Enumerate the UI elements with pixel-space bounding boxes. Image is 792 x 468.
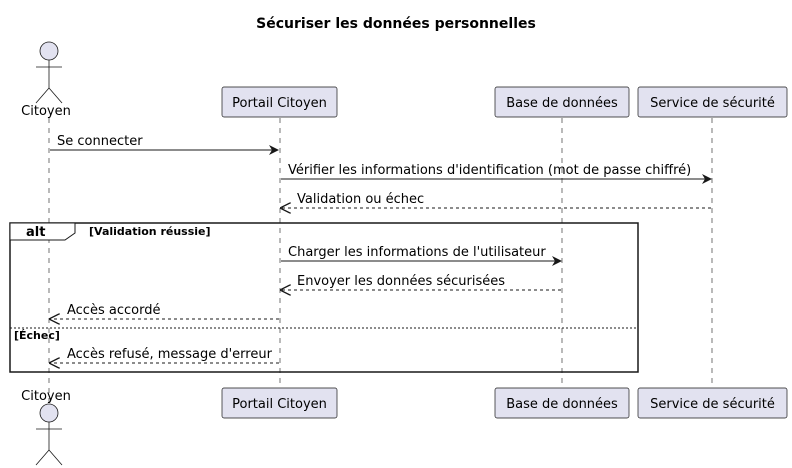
actor-label-citoyen-bottom: Citoyen (21, 389, 71, 404)
actor-citoyen-top: Citoyen (21, 41, 71, 119)
participant-label-portail-top: Portail Citoyen (232, 96, 327, 111)
alt-guard-failure: [Échec] (14, 329, 60, 342)
participant-label-base-top: Base de données (506, 96, 618, 111)
message-charger: Charger les informations de l'utilisateu… (281, 245, 562, 266)
actor-citoyen-bottom: Citoyen (21, 389, 71, 466)
message-label: Charger les informations de l'utilisateu… (288, 245, 546, 260)
participant-label-portail-bottom: Portail Citoyen (232, 397, 327, 412)
participant-label-securite-top: Service de sécurité (650, 96, 775, 111)
participant-securite-top: Service de sécurité (637, 86, 788, 118)
alt-keyword: alt (26, 225, 45, 240)
message-label: Accès refusé, message d'erreur (67, 347, 273, 362)
message-se-connecter: Se connecter (50, 134, 279, 155)
participant-base-top: Base de données (494, 86, 630, 118)
participant-base-bottom: Base de données (494, 387, 630, 419)
participant-securite-bottom: Service de sécurité (637, 387, 788, 419)
participant-label-securite-bottom: Service de sécurité (650, 397, 775, 412)
message-label: Accès accordé (67, 303, 160, 318)
actor-label-citoyen-top: Citoyen (21, 104, 71, 119)
message-label: Validation ou échec (297, 192, 424, 207)
participant-label-base-bottom: Base de données (506, 397, 618, 412)
message-acces-refuse: Accès refusé, message d'erreur (50, 347, 279, 363)
alt-fragment: alt [Validation réussie] [Échec] (9, 222, 639, 373)
message-validation: Validation ou échec (281, 192, 711, 208)
message-label: Vérifier les informations d'identificati… (288, 163, 691, 178)
participant-portail-bottom: Portail Citoyen (221, 387, 338, 419)
message-label: Envoyer les données sécurisées (297, 274, 505, 289)
participant-portail-top: Portail Citoyen (221, 86, 338, 118)
alt-guard-success: [Validation réussie] (89, 225, 211, 238)
diagram-title: Sécuriser les données personnelles (256, 16, 536, 32)
message-verifier: Vérifier les informations d'identificati… (281, 163, 712, 184)
message-envoyer: Envoyer les données sécurisées (281, 274, 561, 290)
message-acces-accorde: Accès accordé (50, 303, 279, 319)
message-label: Se connecter (57, 134, 143, 149)
